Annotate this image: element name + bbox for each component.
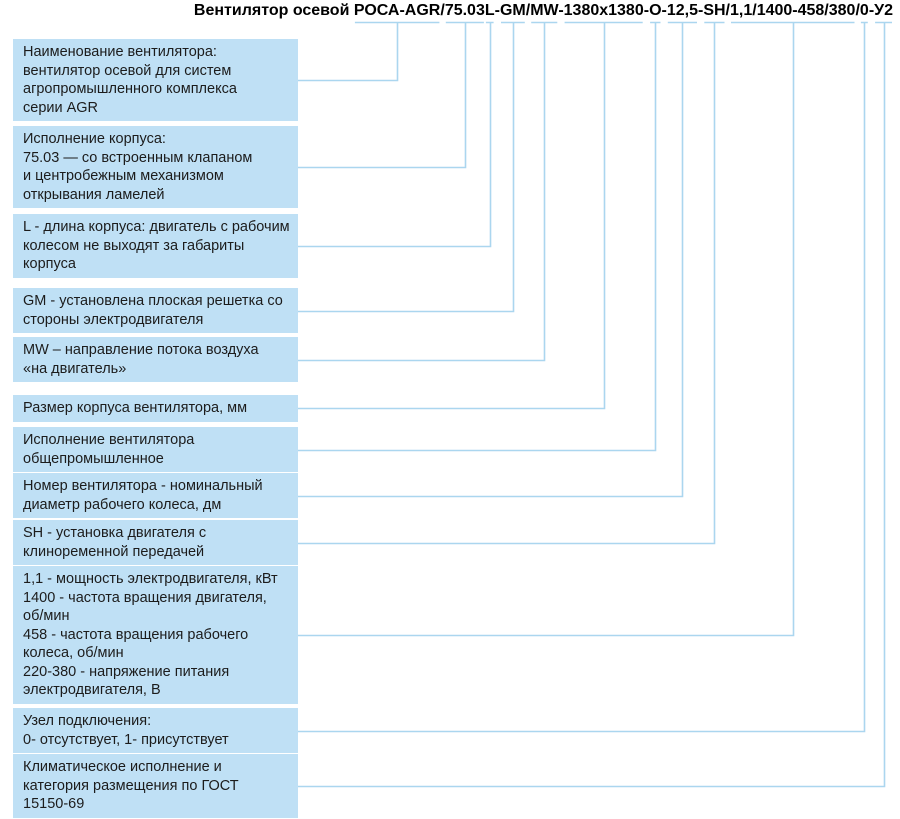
model-code-segment-housing-size: 1380x1380 xyxy=(563,2,644,19)
model-code-prefix: Вентилятор осевой xyxy=(193,2,354,19)
model-code-segment-housing-length: L xyxy=(484,2,495,19)
legend-box-industrial-version: Исполнение вентилятора общепромышленное xyxy=(13,427,298,472)
legend-box-mw-airflow: MW – направление потока воздуха «на двиг… xyxy=(13,337,298,382)
model-code-separator: - xyxy=(643,2,650,19)
legend-box-fan-name: Наименование вентилятора: вентилятор осе… xyxy=(13,39,298,121)
legend-box-housing-length: L - длина корпуса: двигатель с рабочим к… xyxy=(13,214,298,278)
model-code-separator: - xyxy=(868,2,875,19)
model-code-separator: / xyxy=(525,2,531,19)
model-code-segment-airflow: MW xyxy=(530,2,559,19)
model-code-separator: - xyxy=(494,2,500,19)
model-code-separator: - xyxy=(661,2,667,19)
legend-box-housing-size: Размер корпуса вентилятора, мм xyxy=(13,395,298,422)
legend-box-connection-unit: Узел подключения: 0- отсутствует, 1- при… xyxy=(13,708,298,753)
model-code-separator: - xyxy=(697,2,704,19)
model-code-segment-belt-drive: SH xyxy=(703,2,726,19)
model-code-segment-industrial: О xyxy=(649,2,662,19)
model-code-segment-fan-number: 12,5 xyxy=(666,2,698,19)
model-code-segment-connection-unit: 0 xyxy=(859,2,869,19)
model-code-separator: - xyxy=(558,2,564,19)
model-code-segment-housing-version: 75.03 xyxy=(444,2,485,19)
model-code-segment-climatic: У2 xyxy=(874,2,893,19)
model-code-segment-motor-specs: 1,1/1400-458/380 xyxy=(730,2,856,19)
legend-box-gm-grille: GM - установлена плоская решетка со стор… xyxy=(13,288,298,333)
legend-box-fan-number: Номер вентилятора - номинальный диаметр … xyxy=(13,473,298,518)
model-code-separator: / xyxy=(725,2,730,19)
legend-box-housing-version: Исполнение корпуса: 75.03 — со встроенны… xyxy=(13,126,298,208)
legend-box-motor-specs: 1,1 - мощность электродвигателя, кВт 140… xyxy=(13,566,298,704)
legend-box-sh-belt-drive: SH - установка двигателя с клиноременной… xyxy=(13,520,298,565)
model-code-segment-series: РОСА-AGR xyxy=(353,2,441,19)
model-code-segment-grille: GM xyxy=(499,2,526,19)
legend-box-climatic-category: Климатическое исполнение и категория раз… xyxy=(13,754,298,818)
model-code-separator: / xyxy=(855,2,860,19)
model-code: Вентилятор осевой РОСА-AGR/75.03L-GM/MW-… xyxy=(0,2,893,20)
model-code-separator: / xyxy=(440,2,445,19)
